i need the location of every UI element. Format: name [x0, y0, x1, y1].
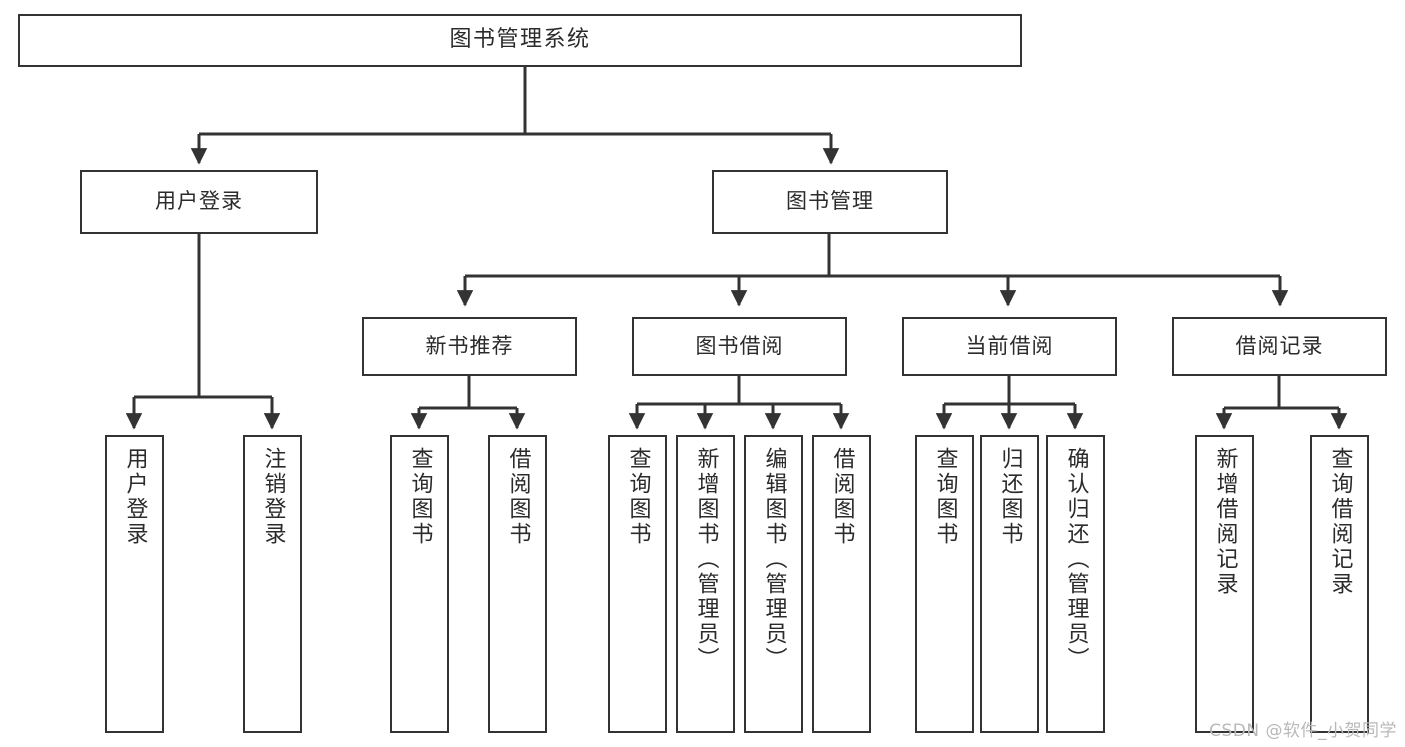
node-label: 当前借阅	[965, 333, 1054, 358]
node-label: 图书借阅	[695, 333, 784, 358]
node-book-borrow[interactable]: 图书借阅	[632, 317, 847, 376]
node-label: 新书推荐	[425, 333, 514, 358]
node-label: 查询图书	[407, 447, 433, 547]
node-label: 图书管理	[786, 189, 874, 214]
leaf-current-query-book[interactable]: 查询图书	[915, 435, 974, 733]
node-label: 借阅图书	[505, 447, 531, 547]
node-borrow-record[interactable]: 借阅记录	[1172, 317, 1387, 376]
leaf-borrow-query-book[interactable]: 查询图书	[608, 435, 667, 733]
node-label: 用户登录	[155, 189, 243, 214]
leaf-current-confirm-return-admin[interactable]: 确认归还（管理员）	[1046, 435, 1105, 733]
node-label: 注销登录	[260, 447, 286, 547]
leaf-borrow-borrow-book[interactable]: 借阅图书	[812, 435, 871, 733]
leaf-record-query-record[interactable]: 查询借阅记录	[1310, 435, 1369, 733]
node-user-login[interactable]: 用户登录	[80, 170, 318, 234]
node-label: 编辑图书（管理员）	[761, 447, 787, 672]
leaf-user-login-logout[interactable]: 注销登录	[243, 435, 302, 733]
leaf-new-book-query[interactable]: 查询图书	[390, 435, 449, 733]
node-label: 用户登录	[122, 447, 148, 547]
leaf-current-return-book[interactable]: 归还图书	[980, 435, 1039, 733]
leaf-borrow-edit-book-admin[interactable]: 编辑图书（管理员）	[744, 435, 803, 733]
node-label: 确认归还（管理员）	[1063, 447, 1089, 672]
csdn-watermark: CSDN @软件_小贺同学	[1209, 721, 1397, 741]
node-label: 新增借阅记录	[1212, 447, 1238, 597]
node-label: 借阅图书	[829, 447, 855, 547]
node-label: 查询借阅记录	[1327, 447, 1353, 597]
node-current-borrow[interactable]: 当前借阅	[902, 317, 1117, 376]
node-label: 新增图书（管理员）	[693, 447, 719, 672]
leaf-new-book-borrow[interactable]: 借阅图书	[488, 435, 547, 733]
node-new-book-recommend[interactable]: 新书推荐	[362, 317, 577, 376]
leaf-user-login-login[interactable]: 用户登录	[105, 435, 164, 733]
node-label: 归还图书	[997, 447, 1023, 547]
leaf-record-add-record[interactable]: 新增借阅记录	[1195, 435, 1254, 733]
node-label: 查询图书	[625, 447, 651, 547]
node-label: 查询图书	[932, 447, 958, 547]
leaf-borrow-add-book-admin[interactable]: 新增图书（管理员）	[676, 435, 735, 733]
node-root-system[interactable]: 图书管理系统	[18, 14, 1022, 67]
node-book-management[interactable]: 图书管理	[712, 170, 948, 234]
node-label: 借阅记录	[1235, 333, 1324, 358]
node-label: 图书管理系统	[449, 27, 591, 53]
